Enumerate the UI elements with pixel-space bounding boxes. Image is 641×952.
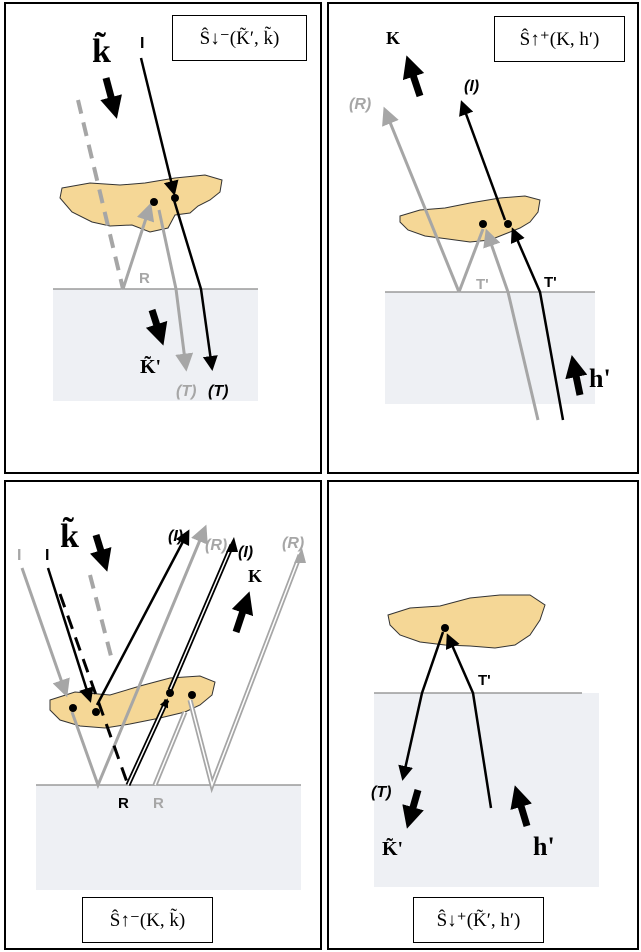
outgoing-ray-black <box>459 100 507 221</box>
scatter-point <box>171 194 179 202</box>
substrate <box>385 292 595 404</box>
formula-bottom-left: Ŝ↑⁻(K, k̃) <box>82 897 213 943</box>
label-K-tilde-prime: K̃' <box>382 837 403 860</box>
formula-bottom-right: Ŝ↓⁺(K̃′, h′) <box>413 897 544 943</box>
label-T-gray: (T) <box>176 383 196 400</box>
reflected-ray-gray <box>382 106 461 293</box>
label-K: K <box>386 28 400 48</box>
label-T-prime: T' <box>544 274 557 291</box>
double-ray-gray-inner <box>154 711 186 786</box>
label-R: R <box>139 270 150 287</box>
incident-ray-black <box>139 57 179 196</box>
incident-ray-black <box>46 567 94 703</box>
label-T-prime-gray: T' <box>476 276 489 293</box>
double-ray-gray-2-inner <box>189 554 301 788</box>
label-T: (T) <box>371 784 391 801</box>
incoming-ray-black <box>445 633 493 809</box>
double-ray-black-inner <box>127 698 169 786</box>
direction-arrow-K <box>402 55 425 98</box>
gray-bounce <box>70 524 208 790</box>
double-ray-out-inner <box>169 544 233 691</box>
transmitted-ray-black <box>398 631 445 781</box>
label-R-black: R <box>118 795 129 812</box>
label-R-gray: (R) <box>349 96 371 113</box>
label-k-tilde: k̃ <box>92 31 111 70</box>
label-h-prime: h' <box>533 832 555 861</box>
incoming-ray-black <box>510 227 565 421</box>
scatter-point <box>441 624 449 632</box>
label-I: (I) <box>464 78 479 95</box>
scatter-point <box>479 220 487 228</box>
direction-arrow-K-tilde-prime <box>402 789 424 829</box>
substrate <box>374 693 599 887</box>
scatter-point <box>69 704 77 712</box>
label-I-out-1: (I) <box>168 528 183 545</box>
outgoing-ray-black <box>95 529 190 706</box>
transmitted-ray-gray <box>157 209 194 372</box>
direction-arrow-K <box>231 591 254 634</box>
panel-2-drawing <box>382 55 595 421</box>
direction-arrow-k-tilde <box>90 533 112 572</box>
label-R-gray: R <box>153 795 164 812</box>
formula-top-left: Ŝ↓⁻(K̃′, k̃) <box>172 15 307 61</box>
label-k-tilde: k̃ <box>60 516 79 555</box>
incident-dashed-gray <box>76 99 125 290</box>
reflected-ray-gray <box>121 202 155 290</box>
label-K: K <box>248 566 262 586</box>
formula-top-right: Ŝ↑⁺(K, h′) <box>494 16 625 62</box>
double-ray-gray-2 <box>187 554 303 794</box>
incident-ray-gray <box>20 567 70 698</box>
scatter-point <box>150 198 158 206</box>
incident-dashed-black <box>58 593 130 786</box>
label-I-out-2: (I) <box>238 544 253 561</box>
transmitted-ray-black <box>172 199 218 371</box>
label-I: I <box>140 35 144 52</box>
label-R-out-gray-2: (R) <box>282 535 304 552</box>
direction-arrow-K-tilde-prime <box>145 308 168 346</box>
arrowhead-gray <box>294 548 306 563</box>
direction-arrow-h-prime <box>565 355 588 396</box>
substrate <box>36 785 301 890</box>
label-I-gray: I <box>17 547 21 564</box>
label-T-prime: T' <box>478 672 491 689</box>
panel-3-drawing <box>20 524 306 890</box>
transmitted-ray-gray <box>483 228 540 421</box>
particle <box>59 174 223 233</box>
label-K-tilde-prime: K̃' <box>140 355 161 378</box>
direction-arrow-k-tilde <box>100 77 122 119</box>
scatter-point <box>504 220 512 228</box>
label-T-black: (T) <box>208 383 228 400</box>
scatter-point <box>92 708 100 716</box>
arrowhead <box>226 537 238 552</box>
label-h-prime: h' <box>589 364 611 393</box>
panel-4-drawing <box>374 594 599 887</box>
incident-dashed-gray <box>88 574 114 661</box>
panel-1-drawing <box>53 57 258 401</box>
label-I-black: I <box>45 547 49 564</box>
label-R-out-gray: (R) <box>205 537 227 554</box>
direction-arrow-h-prime <box>510 785 532 828</box>
scatter-point <box>166 689 174 697</box>
gray-segment <box>457 228 485 293</box>
particle <box>399 195 541 243</box>
particle <box>387 594 546 649</box>
scatter-point <box>188 691 196 699</box>
